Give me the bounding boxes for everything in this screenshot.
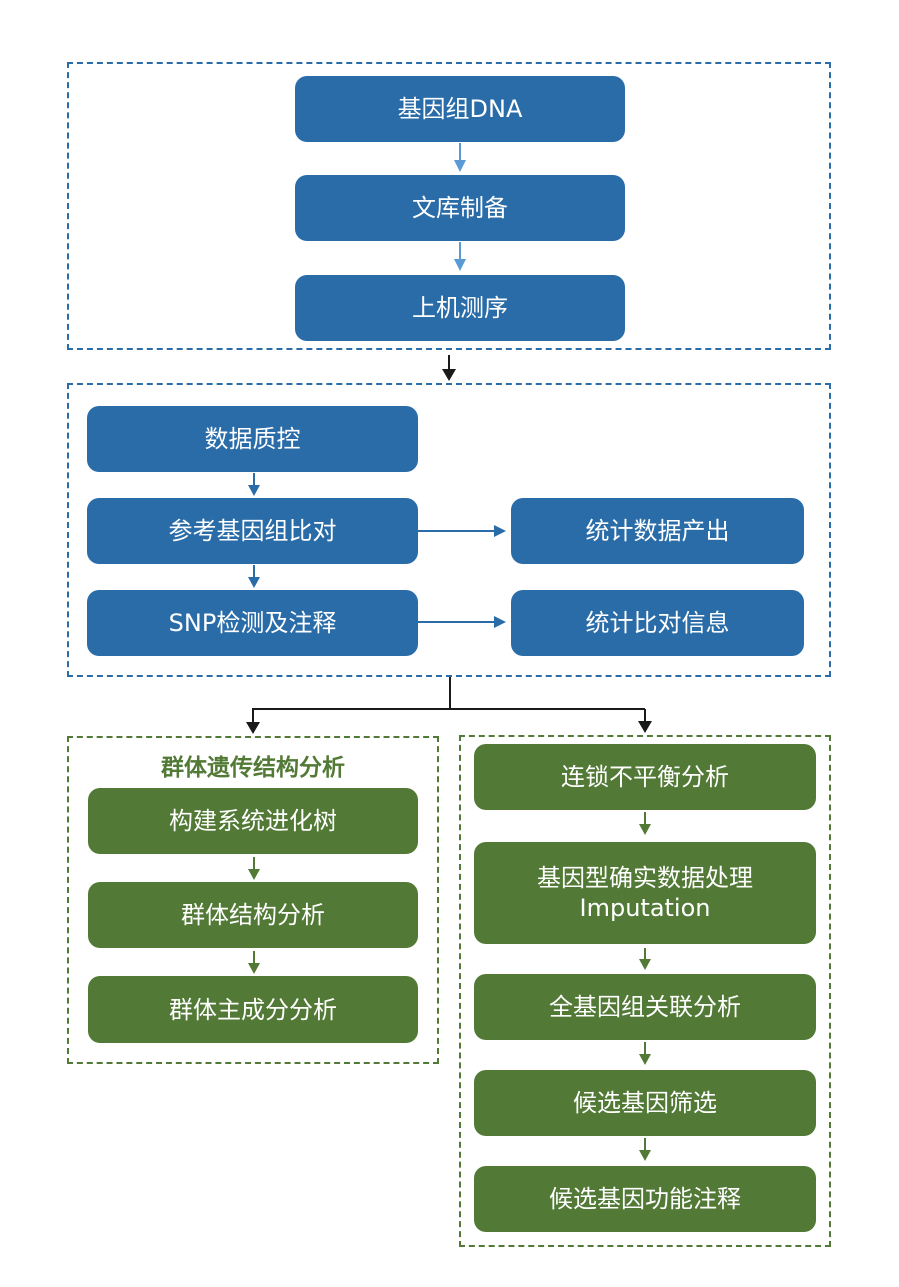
stage2-analysis-group [67, 383, 831, 677]
step-label: 群体主成分分析 [169, 995, 337, 1024]
arrow-alignment-to-data-stats [418, 525, 506, 537]
output-label: 统计比对信息 [585, 609, 730, 637]
step-snp-detection: SNP检测及注释 [87, 590, 418, 656]
step-label: 候选基因筛选 [573, 1089, 717, 1117]
step-label: 基因型确实数据处理 [537, 864, 753, 892]
step-gwas: 全基因组关联分析 [474, 974, 816, 1040]
output-alignment-statistics: 统计比对信息 [511, 590, 804, 656]
step-library-prep: 文库制备 [295, 175, 625, 241]
step-sublabel: Imputation [579, 894, 711, 922]
step-phylogenetic-tree: 构建系统进化树 [88, 788, 418, 854]
arrow-snp-to-align-stats [418, 616, 506, 628]
step-label: 参考基因组比对 [168, 517, 337, 545]
arrow-ld-to-imputation [639, 812, 651, 835]
gwas-group [459, 735, 831, 1247]
step-sequencing: 上机测序 [295, 275, 625, 341]
step-imputation: 基因型确实数据处理 Imputation [474, 842, 816, 944]
step-candidate-annotation: 候选基因功能注释 [474, 1166, 816, 1232]
branch-connector [246, 677, 652, 734]
step-quality-control: 数据质控 [87, 406, 418, 472]
arrow-library-to-sequencing [454, 242, 466, 271]
step-label: 基因组DNA [397, 95, 523, 123]
arrow-screening-to-annotation [639, 1138, 651, 1161]
step-reference-alignment: 参考基因组比对 [87, 498, 418, 564]
population-structure-title: 群体遗传结构分析 [161, 755, 345, 781]
step-label: 连锁不平衡分析 [561, 763, 729, 791]
arrow-structure-to-pca [248, 951, 260, 974]
arrow-stage1-to-stage2 [442, 355, 456, 381]
step-label: 数据质控 [204, 425, 301, 453]
step-genomic-dna: 基因组DNA [295, 76, 625, 142]
step-label: SNP检测及注释 [168, 609, 337, 637]
step-label: 文库制备 [412, 194, 508, 222]
stage1-sequencing-group [67, 62, 831, 350]
step-linkage-disequilibrium: 连锁不平衡分析 [474, 744, 816, 810]
step-label: 全基因组关联分析 [549, 993, 741, 1021]
output-data-statistics: 统计数据产出 [511, 498, 804, 564]
step-candidate-screening: 候选基因筛选 [474, 1070, 816, 1136]
step-label: 群体结构分析 [181, 901, 325, 929]
population-structure-group [67, 736, 439, 1064]
step-population-structure: 群体结构分析 [88, 882, 418, 948]
arrow-imputation-to-gwas [639, 948, 651, 970]
step-pca: 群体主成分分析 [88, 976, 418, 1043]
arrow-qc-to-alignment [248, 473, 260, 496]
step-label: 上机测序 [412, 294, 508, 322]
arrow-tree-to-structure [248, 857, 260, 880]
step-label: 候选基因功能注释 [549, 1185, 741, 1213]
output-label: 统计数据产出 [585, 517, 730, 545]
step-label: 构建系统进化树 [169, 807, 337, 835]
arrow-dna-to-library [454, 143, 466, 172]
arrow-gwas-to-screening [639, 1042, 651, 1065]
arrow-alignment-to-snp [248, 565, 260, 588]
